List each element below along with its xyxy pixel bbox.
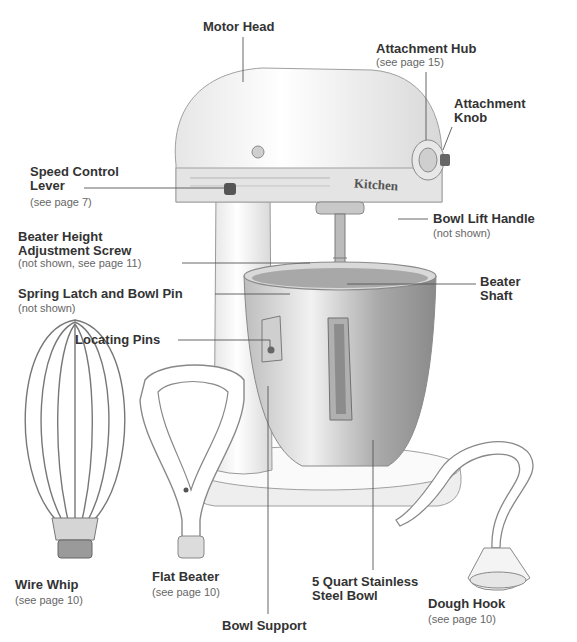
part-name: Attachment Hub	[376, 42, 476, 56]
page-reference: (see page 10)	[428, 614, 496, 626]
part-name: Wire Whip	[15, 578, 78, 592]
page-reference: (see page 10)	[152, 587, 220, 599]
part-name: Speed Control Lever	[30, 165, 142, 193]
note: (not shown, see page 11)	[18, 258, 141, 270]
part-name: Dough Hook	[428, 597, 505, 611]
part-name: Bowl Lift Handle	[433, 212, 535, 226]
brand-logo: Kitchen	[354, 176, 399, 193]
part-name: Flat Beater	[152, 570, 219, 584]
part-name: Motor Head	[203, 20, 275, 34]
part-name: Spring Latch and Bowl Pin	[18, 287, 183, 301]
part-name: Beater Height Adjustment Screw	[18, 230, 156, 258]
page-reference: (see page 15)	[376, 57, 444, 69]
part-name: Locating Pins	[75, 333, 160, 347]
part-name: 5 Quart Stainless Steel Bowl	[312, 575, 444, 603]
page-reference: (see page 10)	[15, 595, 83, 607]
leader-lines	[84, 37, 476, 614]
note: (not shown)	[433, 228, 490, 240]
part-name: Bowl Support	[222, 619, 307, 633]
part-name: Beater Shaft	[480, 275, 542, 303]
note: (not shown)	[18, 303, 75, 315]
part-name: Attachment Knob	[454, 97, 540, 125]
page-reference: (see page 7)	[30, 197, 92, 209]
